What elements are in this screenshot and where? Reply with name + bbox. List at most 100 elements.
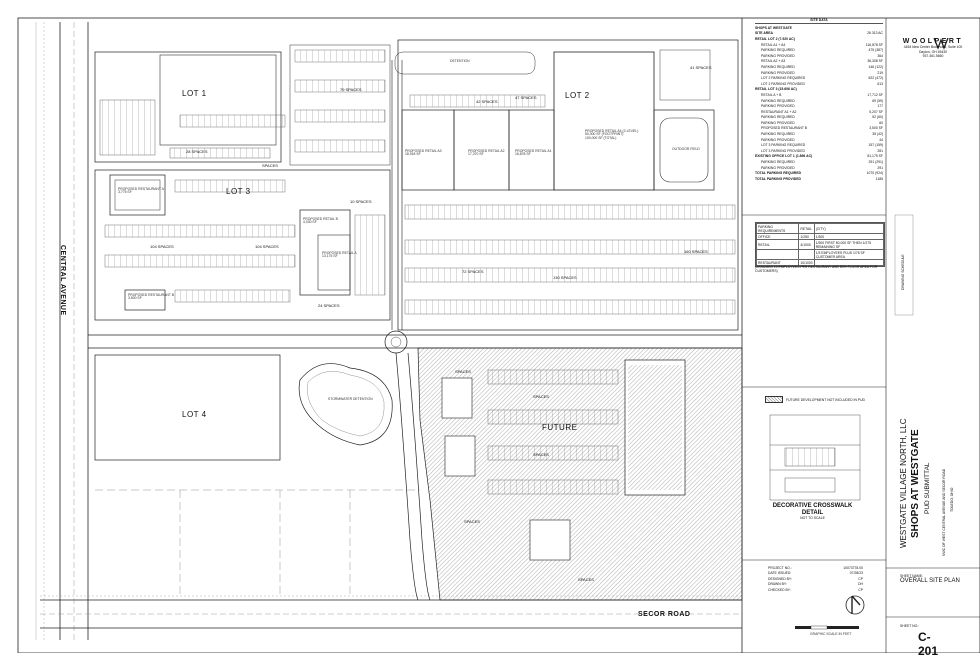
scale-label: GRAPHIC SCALE IN FEET xyxy=(810,632,852,636)
site-data-value: 364 xyxy=(877,53,883,58)
site-data-key: PROPOSED RESTAURANT B xyxy=(761,126,808,131)
spaces-label: 24 SPACES xyxy=(318,303,340,308)
table-cell: 1/3 EMPLOYEES PLUS 1/75 SF CUSTOMER AREA xyxy=(813,249,885,260)
spaces-label: 104 SPACES xyxy=(255,244,279,249)
site-data-value: 44 xyxy=(879,137,883,142)
site-data-value: 291 xyxy=(877,165,883,170)
info-value: 07/28/23 xyxy=(849,571,863,576)
table-cell: RETAIL xyxy=(755,239,800,250)
info-value: DH xyxy=(858,582,863,587)
site-data-key: PARKING PROVIDED xyxy=(761,120,795,125)
site-data-key: RETAIL LOT 2 (7.920 AC) xyxy=(755,36,795,41)
site-data-key: LOT 3 PARKING REQUIRED xyxy=(761,143,806,148)
table-row: RESTAURANT 10/1000 xyxy=(755,259,885,266)
site-data-key: PARKING REQUIRED xyxy=(761,64,795,69)
table-header-row: PARKING REQUIREMENTS RETAIL (CITY) xyxy=(755,223,885,234)
project-info-row: PROJECT NO.: 10073778.00 xyxy=(768,565,863,571)
table-cell xyxy=(813,259,885,266)
central-avenue-label: CENTRAL AVENUE xyxy=(59,245,66,316)
site-data-key: LOT 2 PARKING PROVIDED xyxy=(761,81,805,86)
sheet-number: C-201 xyxy=(918,630,939,658)
table-cell xyxy=(755,249,800,260)
site-data-row: PARKING PROVIDED 364 xyxy=(755,53,883,59)
firm-address: 4454 Idea Center Boulevard, Suite 100 xyxy=(903,45,963,49)
site-data-row: LOT 3 PARKING PROVIDED 281 xyxy=(755,148,883,154)
table-header: (CITY) xyxy=(813,223,885,234)
site-data-row: PARKING PROVIDED 44 xyxy=(755,137,883,143)
project-location: NWC OF WEST CENTRAL AVENUE AND SECOR ROA… xyxy=(942,468,946,556)
north-arrow-icon xyxy=(845,595,865,615)
site-data-key: PARKING PROVIDED xyxy=(761,104,795,109)
spaces-label: SPACES xyxy=(464,519,480,524)
spaces-label: 41 SPACES xyxy=(690,65,712,70)
site-data-row: RETAIL LOT 2 (7.920 AC) xyxy=(755,36,883,42)
table-cell: 1/300 FIRST 50,000 SF THEN 1/275 REMAINI… xyxy=(813,239,885,250)
site-data-value: 69 (59) xyxy=(872,98,883,103)
lot-1-label: LOT 1 xyxy=(182,89,207,98)
info-label: PROJECT NO.: xyxy=(768,565,792,570)
woolpert-logo-icon xyxy=(933,37,949,50)
stormwater-label: STORMWATER DETENTION xyxy=(328,397,373,401)
table-cell: 4/1000 xyxy=(798,239,815,250)
sheet-name: OVERALL SITE PLAN xyxy=(900,578,960,584)
site-data-key: RETAIL A2 + A3 xyxy=(761,59,786,64)
site-data-key: PARKING REQUIRED xyxy=(761,115,795,120)
detail-scale: NOT TO SCALE xyxy=(800,516,825,521)
site-data-key: SHOPS AT WESTGATE xyxy=(755,25,792,30)
site-data-row: RETAIL LOT 3 (15.606 AC) xyxy=(755,87,883,93)
site-data-key: PARKING PROVIDED xyxy=(761,137,795,142)
spaces-label: 72 SPACES xyxy=(462,269,484,274)
project-info-row: DESIGNED BY:CP xyxy=(768,576,863,582)
site-data-title: SITE DATA xyxy=(755,18,883,24)
spaces-label: SPACES xyxy=(578,577,594,582)
spaces-label: SPACES xyxy=(533,452,549,457)
site-data-key: LOT 3 PARKING PROVIDED xyxy=(761,148,805,153)
info-label: DESIGNED BY: xyxy=(768,576,792,581)
site-data-key: RETAIL A + B xyxy=(761,92,782,97)
future-label: FUTURE xyxy=(542,423,578,432)
outdoor-field-label: OUTDOOR FIELD xyxy=(672,147,700,151)
lot-4-label: LOT 4 xyxy=(182,410,207,419)
lot-3-label: LOT 3 xyxy=(226,187,251,196)
table-cell: 10/1000 xyxy=(798,259,815,266)
site-data-key: PARKING PROVIDED xyxy=(761,53,795,58)
site-data-key: PARKING REQUIRED xyxy=(761,48,795,53)
info-label: DRAWN BY: xyxy=(768,582,787,587)
spaces-label: 28 SPACES xyxy=(186,149,208,154)
retail-a4-label: PROPOSED RETAIL A4 (2-LEVEL) 50,000 SF (… xyxy=(585,129,639,140)
site-data-value: 36,308 SF xyxy=(867,59,883,64)
project-name: SHOPS AT WESTGATE xyxy=(910,429,921,538)
project-info-row: DRAWN BY: DH xyxy=(768,582,863,588)
site-data-value: 281 xyxy=(877,148,883,153)
site-data-value: 475 (387) xyxy=(868,48,883,53)
site-data-value: 3,500 SF xyxy=(869,126,883,131)
site-data-key: RETAIL A1 + A4 xyxy=(761,42,786,47)
retail-a1-label: PROPOSED RETAIL A1 16,878 SF xyxy=(515,149,552,157)
detention-label: DETENTION xyxy=(450,59,470,63)
site-data-key: LOT 2 PARKING REQUIRED xyxy=(761,76,806,81)
info-value: 10073778.00 xyxy=(843,565,863,570)
site-data-key: PARKING REQUIRED xyxy=(761,132,795,137)
spaces-label: SPACES xyxy=(262,163,278,168)
site-data-value: 622 (472) xyxy=(868,76,883,81)
sheet-number-block: SHEET NO.: C-201 xyxy=(900,624,938,658)
site-data-row: RETAIL A2 + A3 36,308 SF xyxy=(755,59,883,65)
site-data-value: 5,207 SF xyxy=(869,109,883,114)
site-data-value: 1070 (924) xyxy=(866,171,883,176)
sheet-name-label: SHEET NAME: xyxy=(900,574,923,578)
site-data-key: EXISTING OFFICE LOT 1 (1.896 AC) xyxy=(755,154,813,159)
firm-phone: 937.461.5660 xyxy=(922,54,944,59)
site-data-value: 26.313 AC xyxy=(867,31,883,36)
sheet-border xyxy=(17,17,980,653)
detail-title: DECORATIVE CROSSWALK DETAIL xyxy=(772,503,853,516)
project-client: WESTGATE VILLAGE NORTH, LLC xyxy=(899,418,908,548)
